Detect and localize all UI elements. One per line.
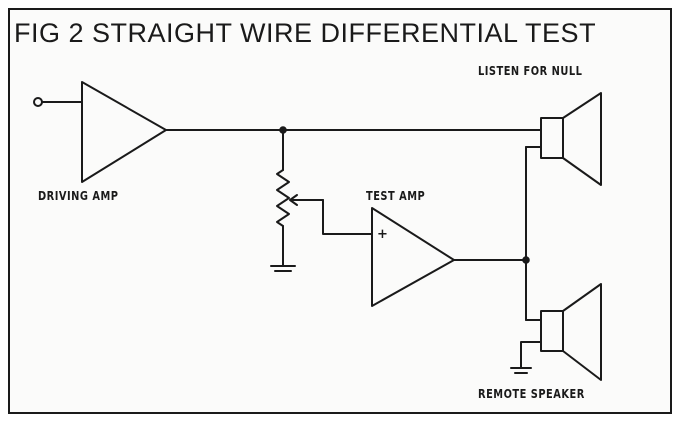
potentiometer-symbol [276, 129, 290, 267]
listen-speaker-symbol [540, 92, 602, 186]
remote-speaker-label: REMOTE SPEAKER [478, 387, 585, 401]
test-amp-plus-wire [322, 199, 373, 235]
test-amp-label: TEST AMP [366, 189, 426, 203]
pot-wiper-arrow [289, 194, 304, 206]
figure-frame [8, 8, 672, 414]
remote-speaker-symbol [540, 283, 602, 381]
ground-symbol-speaker [510, 367, 532, 374]
remote-speaker-ground-wire [520, 341, 542, 369]
driving-amp-label: DRIVING AMP [38, 189, 119, 203]
input-terminal [33, 97, 43, 107]
listen-for-null-label: LISTEN FOR NULL [478, 64, 583, 78]
ground-symbol-pot [270, 265, 296, 272]
test-amp-plus-label: + [377, 227, 388, 242]
test-amp-symbol [371, 207, 455, 307]
figure-title: FIG 2 STRAIGHT WIRE DIFFERENTIAL TEST [14, 18, 597, 48]
driving-amp-symbol [81, 81, 167, 183]
